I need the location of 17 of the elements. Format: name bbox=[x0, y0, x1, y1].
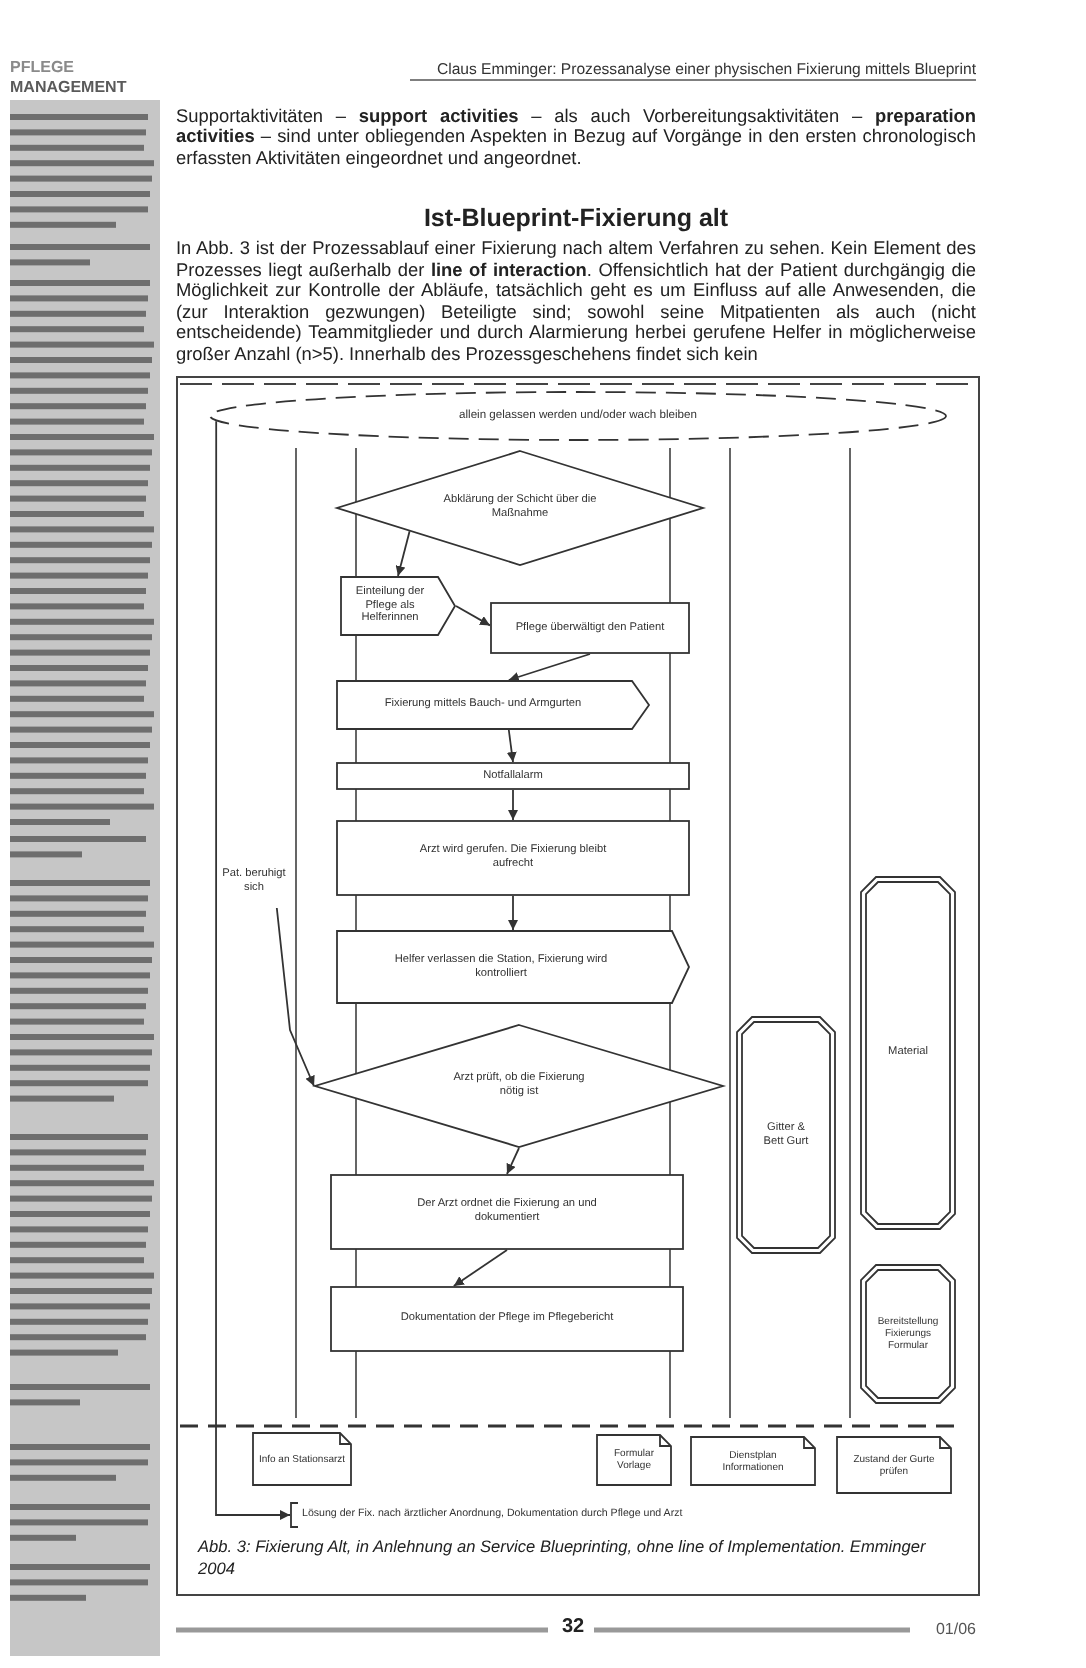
arrow bbox=[215, 420, 291, 1520]
section-heading: MANAGEMENT bbox=[10, 78, 129, 96]
figure-caption: Abb. 3: Fixierung Alt, in Anlehnung an Service Blueprinting, ohne line of Implementation. Emminger 2004 bbox=[198, 1536, 928, 1578]
body-paragraph: Supportaktivitäten – support activities – als auch Vorbereitungsaktivitäten – preparation activities – sind unter obliegenden Aspekten in Bezug auf Vorgänge in den ersten chronologisch erfassten Aktivitäten eingeordnet und angeordnet. bbox=[176, 106, 976, 169]
body-paragraph: In Abb. 3 ist der Prozessablauf einer Fixierung nach altem Verfahren zu sehen. Kein Element des Prozesses liegt außerhalb der line of interaction. Offensichtlich hat der Patient durchgängig die Möglichkeit zur Kontrolle der Abläufe, tatsächlich geht es um Einfluss auf alle Anwesenden, die (zur Interaktion gezwungen) Beteiligte sind; sowohl seine Mitpatienten als auch (nicht entscheidende) Teammitglieder und durch Alarmierung herbei gerufene Helfer in möglicherweise großer Anzahl (n>5). Innerhalb des Prozessgeschehens findet sich kein bbox=[176, 238, 976, 364]
arrow bbox=[395, 530, 411, 577]
section-title: Ist-Blueprint-Fixierung alt bbox=[421, 204, 731, 232]
section-heading: PFLEGE bbox=[10, 58, 77, 76]
arrow bbox=[506, 1147, 520, 1175]
page-number: 32 bbox=[559, 1616, 587, 1640]
arrow bbox=[275, 907, 315, 1087]
arrow bbox=[508, 895, 518, 931]
arrow bbox=[508, 789, 518, 821]
arrow bbox=[455, 605, 491, 627]
arrow bbox=[506, 729, 517, 763]
arrow bbox=[452, 1249, 508, 1287]
issue-number: 01/06 bbox=[933, 1620, 976, 1640]
